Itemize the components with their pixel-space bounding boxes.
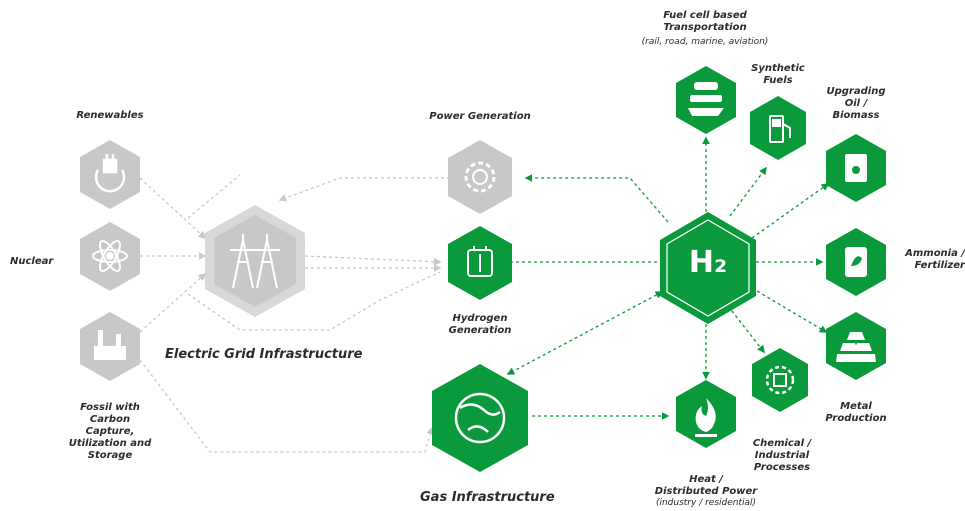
- oil-barrel-icon: [845, 154, 867, 182]
- node-heat: [676, 380, 736, 448]
- green-connectors: [506, 136, 830, 420]
- node-ammonia: [826, 228, 886, 296]
- label-fossil: Fossil with Carbon Capture, Utilization …: [68, 402, 152, 461]
- grid-frame-lines: [187, 174, 441, 331]
- fertilizer-bag-icon: [845, 247, 867, 277]
- label-nuclear: Nuclear: [10, 256, 54, 267]
- node-grid: [205, 205, 305, 317]
- node-synthetic-fuels: [750, 96, 806, 160]
- label-synthetic-fuels: Synthetic Fuels: [751, 63, 805, 86]
- connector-grid-hydrogen: [304, 255, 442, 266]
- metal-ingots-icon: [836, 332, 876, 362]
- label-electric-grid: Electric Grid Infrastructure: [165, 347, 363, 362]
- node-power-generation: [448, 140, 512, 214]
- plug-recycle-icon: [94, 154, 126, 193]
- label-h2: H₂: [688, 245, 728, 280]
- label-transportation: Fuel cell based Transportation: [663, 10, 747, 33]
- connector-h2-power: [524, 174, 669, 223]
- connector-h2-upgrading: [751, 183, 830, 239]
- chemical-gear-icon: [765, 365, 795, 395]
- turbine-gear-icon: [464, 161, 496, 193]
- label-ammonia: Ammonia / Fertilizer: [905, 248, 965, 271]
- label-renewables: Renewables: [76, 110, 144, 121]
- globe-flame-icon: [454, 392, 506, 444]
- flame-icon: [695, 398, 717, 437]
- label-upgrading: Upgrading Oil / Biomass: [826, 86, 886, 121]
- label-heat: Heat / Distributed Power: [654, 474, 758, 497]
- node-upgrading: [826, 134, 886, 202]
- node-h2: [660, 212, 756, 324]
- label-gas-infrastructure: Gas Infrastructure: [420, 490, 555, 505]
- connector-renewables-grid: [139, 177, 207, 240]
- vehicles-icon: [688, 82, 724, 116]
- node-metal: [826, 312, 886, 380]
- grey-connectors: [139, 174, 450, 453]
- electrolyzer-icon: [467, 246, 493, 277]
- label-power-generation: Power Generation: [429, 111, 531, 122]
- factory-icon: [94, 330, 126, 360]
- connector-power-grid: [278, 177, 450, 202]
- node-gas: [432, 364, 528, 472]
- label-chemical: Chemical / Industrial Processes: [752, 438, 812, 473]
- connector-h2-gas: [506, 291, 664, 375]
- connector-h2-chemical: [727, 305, 765, 354]
- node-transportation: [676, 66, 736, 134]
- connector-h2-synthetic: [729, 166, 767, 217]
- connector-h2-metal: [751, 287, 828, 333]
- connector-fossil-gas: [139, 359, 434, 453]
- atom-icon: [92, 239, 128, 273]
- transmission-tower-icon: [230, 234, 280, 289]
- node-chemical: [752, 348, 808, 412]
- label-hydrogen-generation: Hydrogen Generation: [448, 313, 512, 336]
- node-fossil: [80, 312, 140, 381]
- label-metal: Metal Production: [825, 401, 887, 424]
- label-transportation-sub: (rail, road, marine, aviation): [641, 37, 769, 47]
- node-nuclear: [80, 222, 140, 291]
- node-renewables: [80, 140, 140, 209]
- fuel-pump-icon: [769, 115, 791, 143]
- connector-fossil-grid: [139, 272, 207, 333]
- node-hydrogen-generation: [448, 226, 512, 300]
- label-heat-sub: (industry / residential): [655, 498, 757, 508]
